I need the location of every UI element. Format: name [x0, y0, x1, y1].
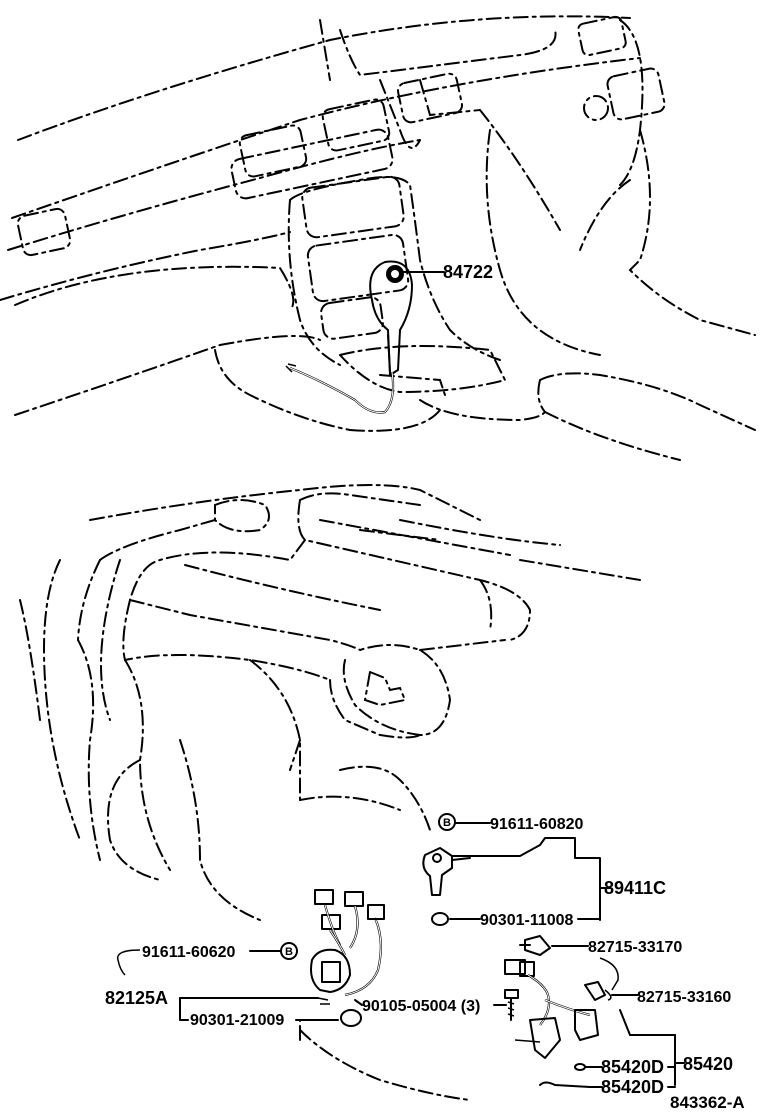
clamp-33170 [519, 935, 551, 956]
figure-number: 843362-A [670, 1093, 745, 1112]
part-number-90301-11008: 90301-11008 [480, 912, 574, 929]
part-number-91611-60820: 91611-60820 [490, 816, 584, 833]
engine-wire-harness [504, 959, 599, 1059]
clip-85420D-a [574, 1063, 586, 1071]
engine-outline [19, 484, 641, 1101]
part-number-90301-21009: 90301-21009 [190, 1012, 284, 1029]
marker-b-label: B [443, 817, 451, 829]
dashboard-outline [0, 15, 756, 461]
part-number-85420: 85420 [683, 1054, 733, 1074]
part-number-85420D-a: 85420D [601, 1057, 664, 1077]
crank-sensor-harness [310, 889, 385, 1005]
oring-21009 [340, 1009, 362, 1027]
bolt-marker-upper: B [438, 813, 456, 831]
marker-b-label-2: B [285, 946, 293, 958]
part-number-90105-05004: 90105-05004 (3) [362, 998, 480, 1015]
cam-sensor [422, 847, 471, 896]
bolt-marker-lower: B [280, 942, 298, 960]
part-number-85420D-b: 85420D [601, 1077, 664, 1097]
part-number-89411C: 89411C [604, 878, 666, 898]
bolt-90105 [504, 989, 519, 1021]
part-number-82715-33160: 82715-33160 [637, 989, 731, 1006]
part-number-82715-33170: 82715-33170 [588, 939, 682, 956]
oring-11008 [431, 912, 449, 926]
clamp-33160 [584, 981, 612, 1001]
part-number-84722: 84722 [443, 262, 493, 282]
part-number-91611-60620: 91611-60620 [142, 944, 236, 961]
part-number-82125A: 82125A [105, 988, 168, 1008]
bracket-89411C [451, 837, 601, 921]
clip-85420D-b [539, 1081, 591, 1088]
shift-lever [369, 260, 413, 376]
shift-wire-harness [285, 363, 395, 414]
